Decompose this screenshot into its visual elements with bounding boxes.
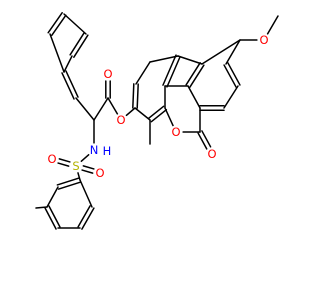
bond-c_ar1-c_ar2 [225, 39, 241, 65]
sulfonyl-oxygen-right: O [95, 166, 104, 180]
bond-t1-t2-b [57, 181, 82, 190]
bond-s_sulfonyl-o_sulfonyl_right-a [81, 169, 94, 174]
bond-p1-p2-b [61, 72, 75, 100]
bond-c_b3-o_ester_bridge [125, 107, 136, 117]
bond-p5-p6-a [47, 11, 63, 34]
sulfonamide-hydrogen-knockout [100, 144, 114, 158]
bond-c_b3-c_b1-b [132, 83, 135, 109]
bond-c_ar5-c_ar6 [187, 85, 201, 109]
lactone-carbonyl-oxygen: O [207, 147, 216, 161]
bond-t1-t2-a [56, 177, 81, 186]
bond-t6-t1 [79, 179, 93, 208]
bond-p3-p4-a [73, 34, 89, 58]
bond-c_ar2-c_ar3-a [223, 64, 237, 88]
bond-s_sulfonyl-o_sulfonyl_left-a [58, 158, 71, 163]
bond-c_est-c_alpha [93, 97, 109, 121]
bond-c_alpha-p1 [75, 97, 95, 121]
sulfonyl-oxygen-left: O [47, 152, 56, 166]
bond-p2-p3 [63, 55, 73, 73]
sulfonyl-sulfur-knockout [69, 159, 83, 173]
bond-t5-t6-a [81, 207, 95, 230]
lactone-ring-oxygen-knockout [169, 125, 183, 139]
bond-o_ester_bridge-c_est [107, 97, 119, 115]
bond-c_b4-c_b3 [134, 107, 151, 121]
bond-t3-c_me_tol [35, 206, 48, 209]
bond-n_sulfonamide-s_sulfonyl [80, 153, 90, 163]
bond-c_ar6-c_ar7-b [185, 62, 201, 86]
bond-c_junc1-c_junc2-b [166, 56, 181, 88]
bond-c_b2-c_junc1 [149, 55, 179, 63]
bond-p3-p4-b [69, 32, 85, 56]
ester-bridge-oxygen-knockout [114, 113, 128, 127]
bond-s_sulfonyl-o_sulfonyl_right-b [82, 165, 95, 170]
bond-p4-p5 [63, 13, 87, 35]
bond-o_ring_lactone-c_b5 [164, 107, 174, 127]
bond-t5-t6-b [77, 205, 91, 228]
bond-c_ar3-c_ar4 [223, 85, 239, 109]
ester-carbonyl-oxygen: O [103, 67, 112, 81]
bond-p1-p2-a [65, 70, 79, 98]
bond-c_lac-o_carbonyl_lactone-a [197, 132, 208, 150]
bond-c_b5-c_b4-b [150, 108, 168, 123]
sulfonamide-hydrogen: H [103, 144, 112, 158]
bond-p6-p2 [49, 33, 65, 73]
bond-c_ar7-c_ar1 [201, 39, 241, 65]
sulfonamide-nitrogen-knockout [87, 143, 101, 157]
ester-carbonyl-oxygen-knockout [101, 67, 115, 81]
bond-c_ar2-c_ar3-b [227, 62, 241, 86]
bond-c_lac-o_carbonyl_lactone-b [201, 130, 212, 148]
sulfonyl-oxygen-right-knockout [93, 166, 107, 180]
bond-t3-t4-b [48, 205, 61, 228]
sulfonamide-nitrogen: N [90, 143, 99, 157]
bond-p5-p6-b [51, 14, 67, 37]
bond-c_ar6-c_ar7-a [189, 64, 205, 88]
sulfonyl-oxygen-left-knockout [45, 152, 59, 166]
lactone-ring-oxygen: O [171, 125, 180, 139]
bond-t2-t3 [46, 186, 59, 208]
bond-c_junc1-c_junc2-a [162, 54, 177, 86]
bond-t3-t4-a [44, 207, 57, 230]
bond-c_b1-c_b2 [135, 61, 151, 85]
lactone-carbonyl-oxygen-knockout [205, 147, 219, 161]
bond-c_b5-c_b4-a [147, 105, 165, 120]
bond-c_ar7-c_junc1 [177, 55, 203, 65]
methoxy-oxygen: O [259, 33, 268, 47]
bond-c_me1-o_methoxy [266, 15, 279, 35]
methoxy-oxygen-knockout [257, 33, 271, 47]
ester-bridge-oxygen: O [116, 113, 125, 127]
sulfonyl-sulfur: S [72, 159, 79, 173]
bond-s_sulfonyl-o_sulfonyl_left-b [57, 162, 70, 167]
bond-c_b3-c_b1-a [136, 83, 139, 109]
bonds-layer [35, 11, 279, 230]
bond-s_sulfonyl-t1 [77, 171, 81, 181]
